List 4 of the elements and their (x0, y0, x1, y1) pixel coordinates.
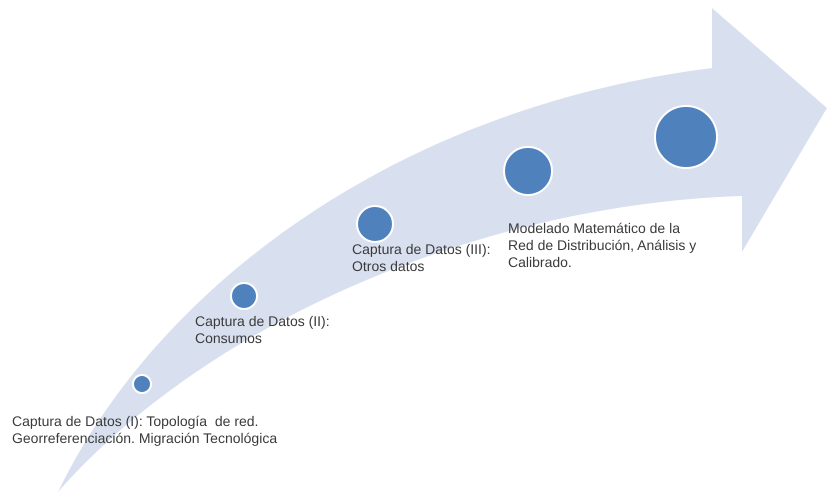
step-label: Captura de Datos (III): Otros datos (352, 241, 492, 275)
step-label: Captura de Datos (I): Topología de red. Georreferenciación. Migración Tecnológica (12, 413, 278, 447)
step-label: Captura de Datos (II): Consumos (195, 313, 331, 347)
step-label: Modelado Matemático de la Red de Distribución, Análisis y Calibrado. (508, 220, 698, 271)
